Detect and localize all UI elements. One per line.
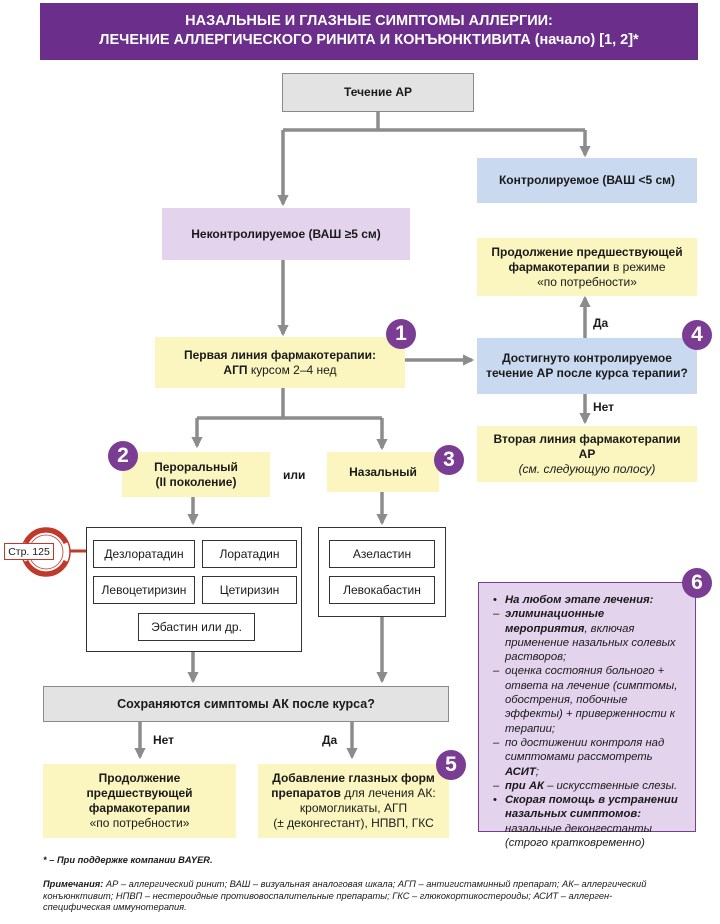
page-ref-link[interactable]: Стр. 125 [4, 543, 54, 560]
or-label: или [283, 468, 306, 482]
step-badge-1: 1 [386, 319, 416, 349]
drug-cetirizine: Цетиризин [202, 576, 297, 604]
persist-symptoms-question: Сохраняются симптомы АК после курса? [117, 696, 375, 711]
notes-text: АР – аллергический ринит; ВАШ – визуальн… [43, 879, 647, 912]
footnote-bayer: * – При поддержке компании BAYER. [43, 855, 213, 865]
oral-route-box: Пероральный (II поколение) [122, 452, 270, 497]
controlled-box: Контролируемое (ВАШ <5 см) [477, 158, 697, 203]
abbreviation-notes: Примечания: АР – аллергический ринит; ВА… [43, 879, 663, 914]
continue-l2: предшествующей [86, 786, 193, 800]
eye-l1: Добавление глазных форм [272, 771, 435, 785]
yes-label-bottom: Да [322, 733, 338, 747]
nasal-route-box: Назальный [327, 452, 439, 492]
drug-azelastine: Азеластин [329, 540, 435, 568]
drug-ebastine: Эбастин или др. [138, 613, 255, 641]
uncontrolled-label: Неконтролируемое (ВАШ ≥5 см) [191, 226, 381, 241]
no-label-right: Нет [593, 400, 615, 414]
note-assessment: оценка состояния больного + ответа на ле… [505, 665, 678, 735]
continue-on-demand-box: Продолжение предшествующей фармакотерапи… [43, 764, 236, 838]
note-emergency-text: назальные деконгестанты (строго кратковр… [505, 822, 652, 850]
note-ak-bold: при АК [505, 779, 544, 792]
continue-previous-box: Продолжение предшествующей фармакотерапи… [477, 238, 697, 296]
nasal-route-label: Назальный [349, 464, 417, 479]
note-asit-bold: АСИТ [505, 765, 536, 778]
note-title: На любом этапе лечения: [505, 594, 654, 606]
step-badge-5: 5 [436, 750, 466, 780]
eye-l2b: для лечения АК: [340, 786, 436, 800]
eye-l2: препаратов [271, 786, 341, 800]
first-line-title: Первая линия фармакотерапии: [184, 347, 376, 362]
note-ak-rest: – искусственные слезы. [543, 779, 678, 792]
yes-label-top: Да [593, 316, 609, 330]
treatment-course-box: Течение АР [282, 73, 474, 112]
step-badge-3: 3 [434, 445, 464, 475]
uncontrolled-box: Неконтролируемое (ВАШ ≥5 см) [162, 208, 410, 260]
continue-previous-mode: в режиме [609, 259, 666, 274]
oral-route-label: Пероральный [154, 459, 238, 474]
note-elimination-bold: элиминационные мероприятия [505, 608, 605, 635]
treatment-course-label: Течение АР [343, 85, 413, 99]
continue-previous-bold: Продолжение предшествующей фармакотерапи… [491, 244, 683, 274]
second-line-box: Вторая линия фармакотерапии АР (см. след… [477, 426, 697, 482]
step-badge-4: 4 [682, 320, 712, 350]
continue-l3: фармакотерапии [88, 801, 191, 815]
header-title: НАЗАЛЬНЫЕ И ГЛАЗНЫЕ СИМПТОМЫ АЛЛЕРГИИ: [185, 13, 553, 29]
second-line-note: (см. следующую полосу) [518, 461, 656, 476]
page-header: НАЗАЛЬНЫЕ И ГЛАЗНЫЕ СИМПТОМЫ АЛЛЕРГИИ: Л… [40, 3, 698, 60]
note-elimination-rest: , включая применение назальных солевых р… [505, 622, 676, 664]
no-label-bottom: Нет [153, 733, 175, 747]
notes-label: Примечания: [43, 879, 104, 889]
first-line-agp: АГП [223, 362, 248, 377]
eye-l4: (± деконгестант), НПВП, ГКС [273, 816, 434, 830]
eye-forms-box: Добавление глазных форм препаратов для л… [258, 764, 449, 838]
note-asit-end: ; [535, 765, 539, 778]
first-line-box: Первая линия фармакотерапии: АГП курсом … [155, 337, 405, 388]
persist-symptoms-box: Сохраняются симптомы АК после курса? [43, 686, 449, 722]
step-badge-2: 2 [108, 441, 138, 471]
header-subtitle: ЛЕЧЕНИЕ АЛЛЕРГИЧЕСКОГО РИНИТА И КОНЪЮНКТ… [99, 32, 639, 48]
second-line-title: Вторая линия фармакотерапии АР [493, 431, 681, 461]
continue-previous-on-demand: «по потребности» [537, 274, 637, 289]
drug-levocetirizine: Левоцетиризин [93, 576, 195, 604]
continue-l4: «по потребности» [89, 816, 190, 830]
note-asit-pre: по достижении контроля над симптомами ра… [505, 736, 665, 764]
drug-desloratadine: Дезлоратадин [93, 540, 195, 568]
achieved-control-box: Достигнуто контролируемое течение АР пос… [477, 338, 697, 394]
controlled-label: Контролируемое (ВАШ <5 см) [498, 173, 676, 187]
note-emergency-title: Скорая помощь в устранении назальных сим… [505, 794, 678, 821]
drug-levocabastine: Левокабастин [329, 576, 435, 604]
achieved-control-question: Достигнуто контролируемое течение АР пос… [486, 351, 688, 380]
step-badge-6: 6 [682, 568, 712, 598]
note-any-stage: •На любом этапе лечения: –элиминационные… [478, 582, 696, 849]
eye-l3: кромогликаты, АГП [299, 801, 408, 815]
first-line-course: курсом 2–4 нед [247, 362, 337, 377]
oral-route-generation: (II поколение) [155, 474, 237, 489]
drug-loratadine: Лоратадин [202, 540, 297, 568]
continue-l1: Продолжение [98, 771, 181, 785]
